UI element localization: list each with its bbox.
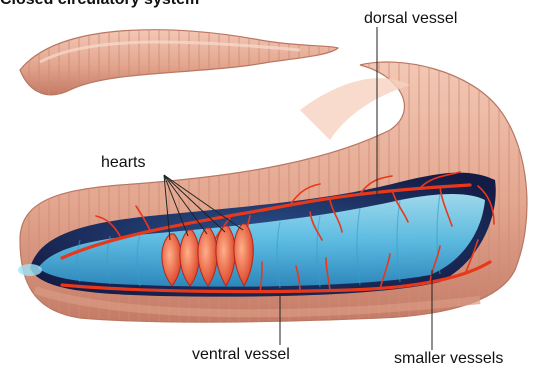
hearts-label: hearts — [101, 155, 145, 171]
worm-tail — [20, 30, 338, 95]
dorsal-vessel-label: dorsal vessel — [364, 11, 457, 27]
diagram-title: Closed circulatory system — [0, 0, 199, 9]
ventral-vessel-label: ventral vessel — [192, 347, 290, 363]
smaller-vessels-label: smaller vessels — [394, 351, 503, 367]
